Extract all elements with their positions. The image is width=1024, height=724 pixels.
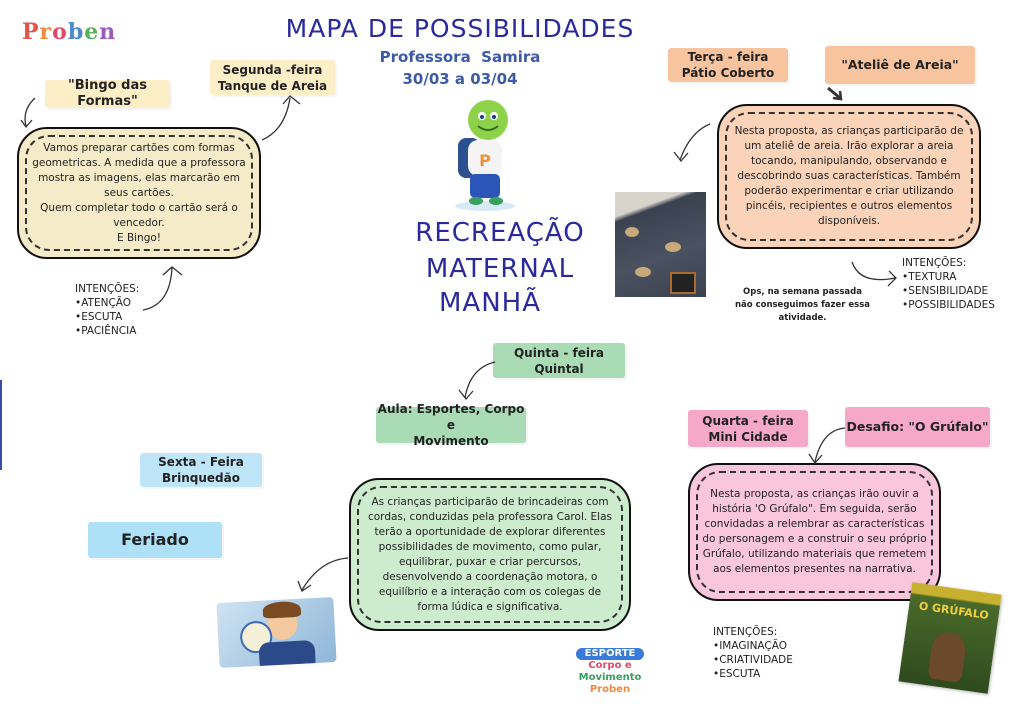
thursday-description-box: As crianças participarão de brincadeiras… (349, 478, 631, 631)
week-dates: 30/03 a 03/04 (402, 70, 518, 88)
tuesday-description-box: Nesta proposta, as crianças participarão… (717, 104, 981, 249)
page-title: MAPA DE POSSIBILIDADES (285, 14, 635, 43)
book-title: O GRÚFALO (918, 599, 990, 623)
sand-atelier-photo (615, 192, 706, 297)
wednesday-activity-label: Desafio: "O Grúfalo" (845, 407, 990, 447)
wednesday-intentions: INTENÇÕES: •IMAGINAÇÃO •CRIATIVIDADE •ES… (713, 626, 793, 680)
tuesday-day-label: Terça - feira Pátio Coberto (668, 48, 788, 82)
mascot-image: P (455, 100, 515, 211)
friday-activity-label: Feriado (88, 522, 222, 558)
friday-day-label: Sexta - Feira Brinquedão (140, 453, 262, 487)
arrow-icon (20, 97, 36, 129)
thursday-activity-label: Aula: Esportes, Corpo e Movimento (376, 402, 526, 448)
monday-description: Vamos preparar cartões com formas geomet… (32, 141, 246, 244)
teacher-name: Professora Samira (379, 48, 541, 66)
wednesday-description-box: Nesta proposta, as crianças irão ouvir a… (688, 463, 941, 601)
wednesday-description: Nesta proposta, as crianças irão ouvir a… (702, 488, 927, 575)
tuesday-note: Ops, na semana passada não conseguimos f… (734, 287, 871, 323)
wednesday-day-label: Quarta - feira Mini Cidade (688, 410, 808, 447)
tuesday-description: Nesta proposta, as crianças participarão… (734, 125, 964, 227)
monday-intentions: INTENÇÕES: •ATENÇÃO •ESCUTA •PACIÊNCIA (75, 283, 140, 337)
center-title-line2: MATERNAL (425, 254, 575, 284)
arrow-icon (851, 261, 897, 287)
monday-description-box: Vamos preparar cartões com formas geomet… (17, 127, 261, 259)
thursday-day-label: Quinta - feira Quintal (493, 343, 625, 378)
monday-day-label: Segunda -feira Tanque de Areia (210, 60, 335, 95)
proben-logo: Proben (22, 19, 117, 45)
arrow-icon (297, 557, 349, 592)
arrow-icon (827, 86, 841, 100)
arrow-icon (808, 427, 846, 465)
svg-text:P: P (479, 151, 491, 170)
arrow-icon (458, 361, 496, 401)
center-title-line3: MANHÃ (438, 288, 541, 318)
arrow-icon (142, 266, 183, 311)
thursday-description: As crianças participarão de brincadeiras… (367, 495, 612, 613)
tuesday-intentions: INTENÇÕES: •TEXTURA •SENSIBILIDADE •POSS… (902, 257, 995, 311)
center-title-line1: RECREAÇÃO (415, 218, 585, 248)
arrow-icon (261, 95, 301, 141)
boy-with-ball-image (216, 596, 337, 669)
tuesday-activity-label: "Ateliê de Areia" (825, 46, 975, 84)
monday-activity-label: "Bingo das Formas" (45, 78, 170, 109)
edge-accent (0, 380, 2, 470)
arrow-icon (673, 123, 711, 163)
gruffalo-book-cover: O GRÚFALO (898, 582, 1002, 694)
